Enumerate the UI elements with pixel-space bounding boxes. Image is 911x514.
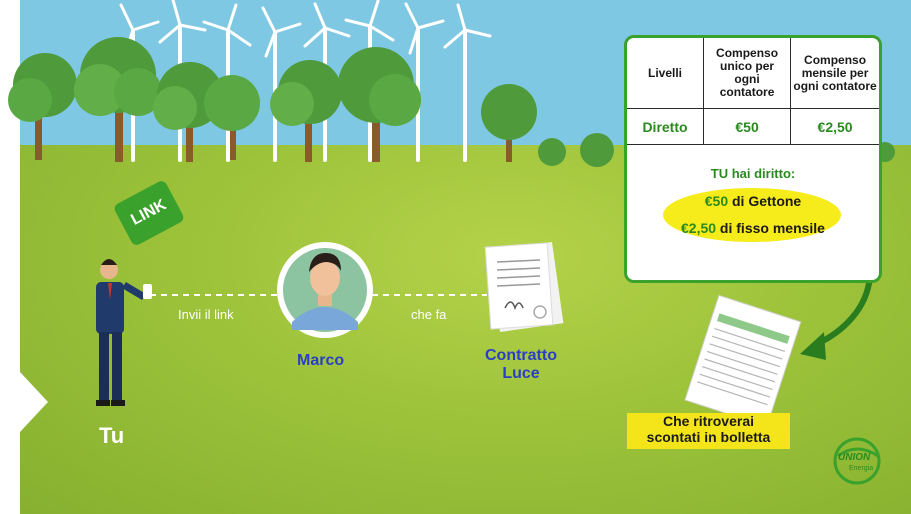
trees [8,37,895,167]
tree-icon [204,75,260,160]
union-energia-logo [833,437,881,485]
table-row: Diretto €50 €2,50 [627,108,879,145]
contract-document-icon [484,241,564,333]
contract-label-line2: Luce [502,365,540,382]
logo-subtext: Energia [849,465,874,472]
wind-turbine-icon [443,3,492,162]
label-marco: Marco [297,352,345,369]
compensation-table: Livelli Compenso unico per ogni contator… [627,38,879,145]
tree-icon [338,47,421,162]
cell-level: Diretto [627,108,704,145]
businessman-icon [96,259,152,406]
label-step1: Invii il link [178,307,234,322]
play-arrow-icon [20,372,48,432]
bill-caption-line2: scontati in bolletta [646,429,771,445]
rights-line2-value: €2,50 [681,220,717,236]
label-tu: Tu [99,423,125,448]
tree-icon [270,60,342,162]
rights-line1-text: di Gettone [728,193,802,209]
header-compenso-mensile: Compenso mensile per ogni contatore [790,38,879,109]
arrow-head-icon [800,332,826,360]
tree-icon [538,133,895,167]
tree-icon [74,37,162,162]
header-compenso-unico: Compenso unico per ogni contatore [702,38,792,109]
bill-document-icon [684,294,802,428]
bill-caption: Che ritroverai scontati in bolletta [627,413,790,449]
highlight-blob [663,188,841,242]
header-livelli: Livelli [627,38,704,109]
table-header-row: Livelli Compenso unico per ogni contator… [627,38,879,109]
logo-text: UNION [838,452,871,463]
bill-caption-line1: Che ritroverai [662,413,755,429]
link-sign-text: LINK [128,196,170,229]
tree-icon [8,53,77,160]
marco-avatar [277,242,373,338]
label-step2: che fa [411,307,447,322]
rights-line-2: €2,50 di fisso mensile [627,220,879,236]
rights-line2-text: di fisso mensile [716,220,825,236]
contract-label-line1: Contratto [485,347,557,364]
cell-monthly: €2,50 [790,108,879,145]
rights-title: TU hai diritto: [710,166,796,181]
tree-icon [481,84,537,162]
label-contract: Contratto Luce [476,347,566,383]
rights-line1-value: €50 [704,193,729,209]
rights-line-1: €50 di Gettone [627,193,879,209]
cell-one-time: €50 [702,108,792,145]
compensation-panel: Livelli Compenso unico per ogni contator… [624,35,882,283]
